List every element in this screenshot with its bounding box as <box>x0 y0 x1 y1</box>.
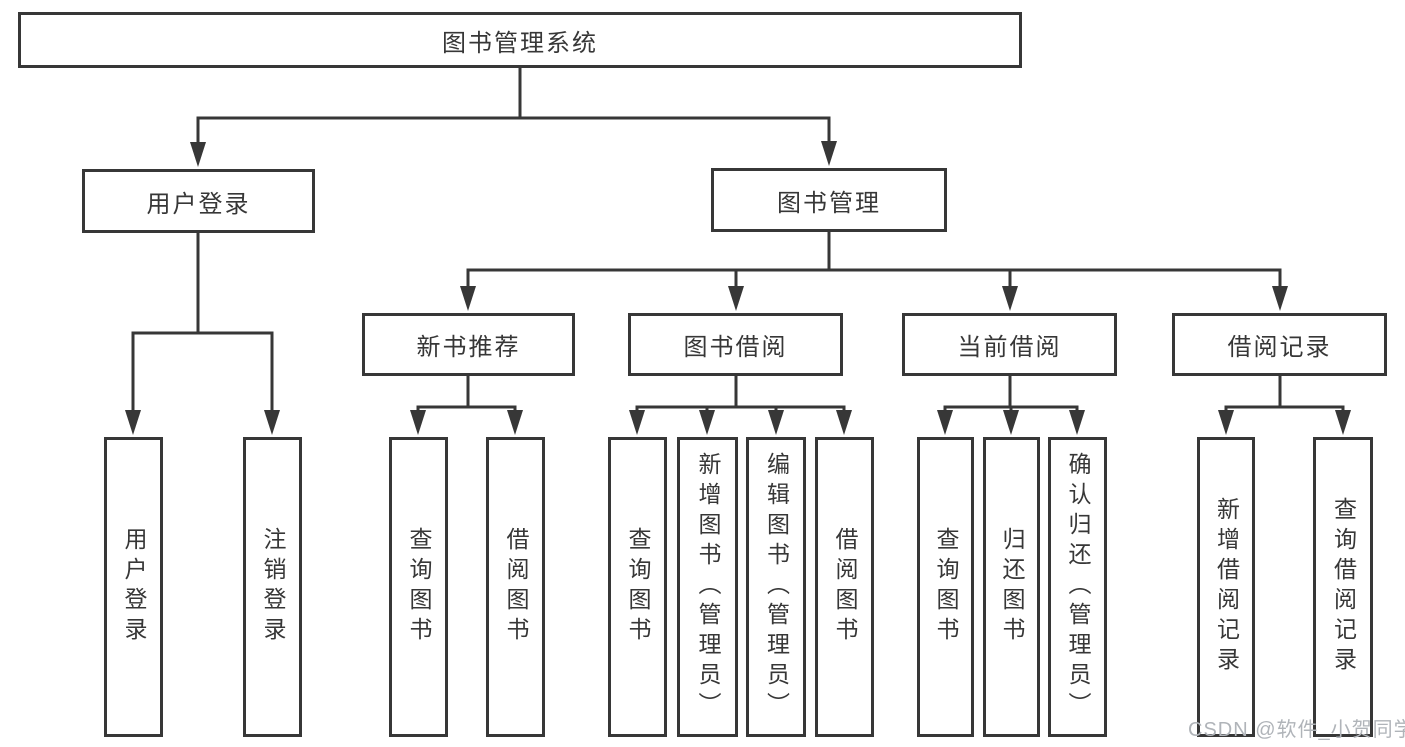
leaf-recommend-borrow-book-label: 借阅图书 <box>503 527 529 647</box>
watermark: CSDN @软件_小贺同学 <box>1188 719 1405 741</box>
leaf-borrowing-borrow-book-label: 借阅图书 <box>832 527 858 647</box>
node-library-management-system: 图书管理系统 <box>18 12 1022 68</box>
leaf-records-add-borrow-record-label: 新增借阅记录 <box>1213 497 1240 677</box>
leaf-recommend-query-book-label: 查询图书 <box>406 527 432 647</box>
leaf-records-add-borrow-record: 新增借阅记录 <box>1197 437 1255 737</box>
leaf-current-return-book: 归还图书 <box>983 437 1040 737</box>
leaf-borrowing-edit-book-admin: 编辑图书（管理员） <box>746 437 806 737</box>
leaf-borrowing-query-book: 查询图书 <box>608 437 667 737</box>
leaf-current-query-book-label: 查询图书 <box>933 527 959 647</box>
leaf-user-login: 用户登录 <box>104 437 163 737</box>
leaf-recommend-query-book: 查询图书 <box>389 437 448 737</box>
leaf-current-return-book-label: 归还图书 <box>999 527 1025 647</box>
node-user-login: 用户登录 <box>82 169 315 233</box>
leaf-borrowing-borrow-book: 借阅图书 <box>815 437 874 737</box>
leaf-logout-login-label: 注销登录 <box>260 527 286 647</box>
leaf-borrowing-add-book-admin: 新增图书（管理员） <box>677 437 738 737</box>
leaf-borrowing-add-book-admin-label: 新增图书（管理员） <box>695 452 721 722</box>
node-book-borrowing: 图书借阅 <box>628 313 843 376</box>
leaf-current-query-book: 查询图书 <box>917 437 974 737</box>
node-borrowing-records: 借阅记录 <box>1172 313 1387 376</box>
leaf-records-query-borrow-record-label: 查询借阅记录 <box>1330 497 1357 677</box>
node-book-management: 图书管理 <box>711 168 947 232</box>
leaf-current-confirm-return-admin: 确认归还（管理员） <box>1048 437 1107 737</box>
leaf-borrowing-edit-book-admin-label: 编辑图书（管理员） <box>763 452 790 722</box>
leaf-records-query-borrow-record: 查询借阅记录 <box>1313 437 1373 737</box>
leaf-logout-login: 注销登录 <box>243 437 302 737</box>
leaf-current-confirm-return-admin-label: 确认归还（管理员） <box>1065 452 1091 722</box>
leaf-user-login-label: 用户登录 <box>121 527 147 647</box>
leaf-recommend-borrow-book: 借阅图书 <box>486 437 545 737</box>
node-current-borrowing: 当前借阅 <box>902 313 1117 376</box>
node-new-book-recommendation: 新书推荐 <box>362 313 575 376</box>
leaf-borrowing-query-book-label: 查询图书 <box>625 527 651 647</box>
